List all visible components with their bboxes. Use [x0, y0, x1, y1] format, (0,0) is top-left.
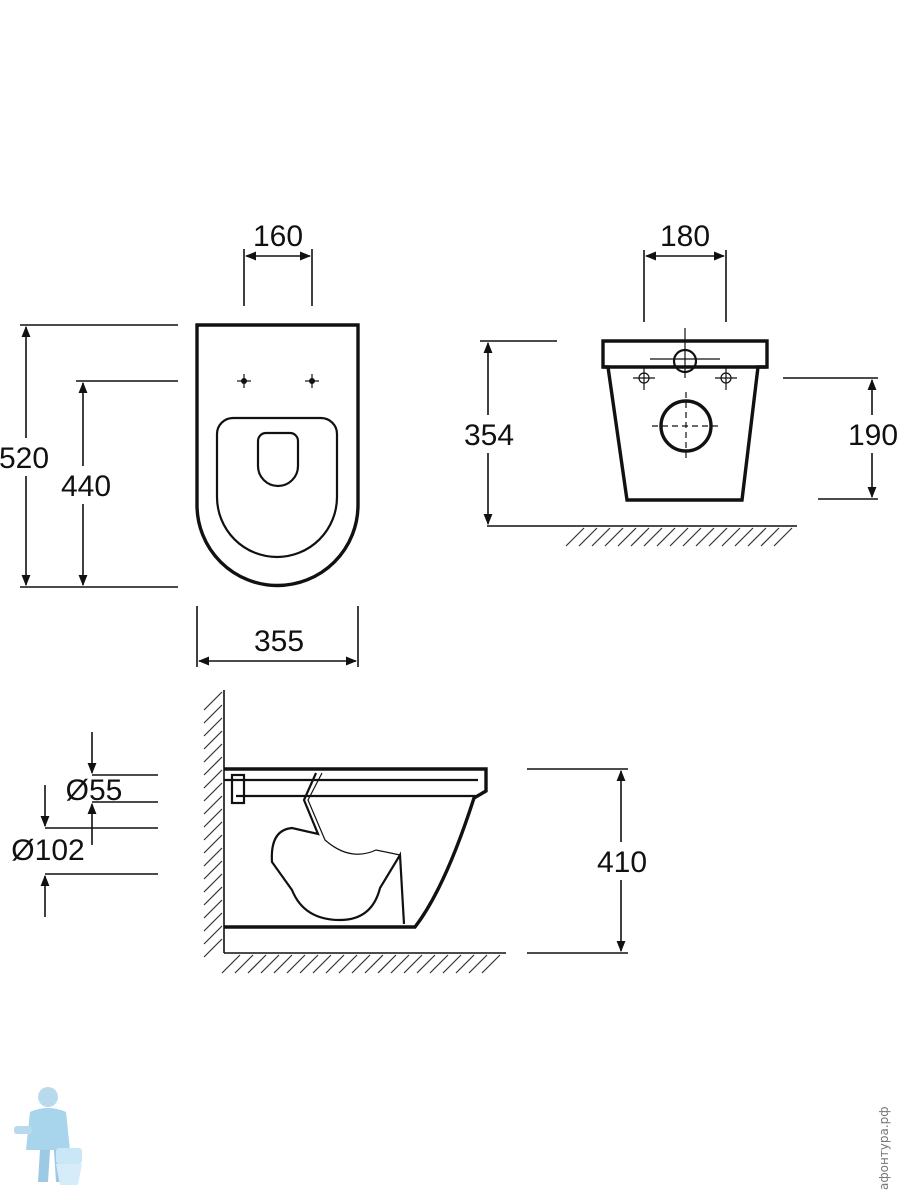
- floor-hatch-line: [416, 954, 436, 974]
- dim-440: 440: [55, 380, 178, 587]
- floor-hatch-line: [760, 527, 780, 547]
- floor-hatch-line: [247, 954, 267, 974]
- floor-hatch-line: [260, 954, 280, 974]
- dim-label-354: 354: [464, 419, 514, 452]
- bowl-outline: [195, 323, 360, 588]
- wall-hatch-line: [203, 873, 223, 893]
- floor-hatch-line: [455, 954, 475, 974]
- wall-hatch-line: [203, 899, 223, 919]
- dim-520: 520: [0, 324, 178, 588]
- floor-hatch-line: [390, 954, 410, 974]
- floor-hatch-line: [656, 527, 676, 547]
- dim-label-160: 160: [253, 220, 303, 253]
- wall-hatch-line: [203, 782, 223, 802]
- floor-hatch-line: [604, 527, 624, 547]
- floor-hatch-line: [299, 954, 319, 974]
- wall-hatch-line: [203, 847, 223, 867]
- wall-hatch-line: [203, 795, 223, 815]
- inner-trap: [270, 772, 406, 925]
- outlet-circle: [652, 392, 720, 460]
- dim-180: 180: [643, 220, 727, 322]
- dim-label-55: Ø55: [66, 774, 123, 807]
- floor-hatch-line: [234, 954, 254, 974]
- dim-190: 190: [783, 377, 900, 500]
- wall-hatch-line: [203, 808, 223, 828]
- floor-hatch-line: [721, 527, 741, 547]
- floor-hatch-line: [591, 527, 611, 547]
- watermark-text: афонтура.рф: [877, 1106, 891, 1190]
- floor-hatch-line: [669, 527, 689, 547]
- dim-label-410: 410: [597, 846, 647, 879]
- dim-354: 354: [458, 340, 557, 526]
- dim-55: Ø55: [66, 732, 158, 845]
- water-outlet: [256, 431, 300, 488]
- wall-hatch-line: [203, 756, 223, 776]
- wall: [203, 690, 225, 958]
- floor-hatch-line: [695, 527, 715, 547]
- wall-hatch-line: [203, 743, 223, 763]
- floor-hatch-line: [221, 954, 241, 974]
- floor-hatch-line: [773, 527, 793, 547]
- floor-hatch-line: [325, 954, 345, 974]
- floor-hatch-line: [429, 954, 449, 974]
- floor-hatch-line: [273, 954, 293, 974]
- dim-label-102: Ø102: [11, 834, 84, 867]
- inlet-pipe: [230, 773, 246, 805]
- floor-hatch-line: [312, 954, 332, 974]
- wall-hatch-line: [203, 769, 223, 789]
- side-outline: [224, 767, 488, 929]
- floor-hatch-line: [734, 527, 754, 547]
- wall-hatch-line: [203, 886, 223, 906]
- floor-hatch-line: [286, 954, 306, 974]
- rear-fixing-right: [715, 368, 737, 390]
- rear-view: 180 354 190: [458, 220, 900, 547]
- wall-hatch-line: [203, 704, 223, 724]
- wall-hatch-line: [203, 834, 223, 854]
- plumber-mascot-icon: [14, 1087, 82, 1185]
- floor-hatch-line: [617, 527, 637, 547]
- inlet-connection: [672, 328, 698, 378]
- fixing-hole-right: [305, 374, 319, 388]
- top-view: 160 520 440 355: [0, 220, 360, 667]
- wall-hatch-line: [203, 691, 223, 711]
- floor-hatch-line: [565, 527, 585, 547]
- dim-355: 355: [196, 606, 359, 667]
- floor-hatch-line: [747, 527, 767, 547]
- floor-hatch-line: [338, 954, 358, 974]
- fixing-hole-left: [237, 374, 251, 388]
- wall-hatch-line: [203, 821, 223, 841]
- floor-hatch-line: [682, 527, 702, 547]
- wall-hatch-line: [203, 860, 223, 880]
- floor-hatch-line: [481, 954, 501, 974]
- rear-floor: [487, 525, 797, 547]
- dim-label-180: 180: [660, 220, 710, 253]
- dim-160: 160: [243, 220, 313, 306]
- wall-hatch-line: [203, 925, 223, 945]
- dim-label-440: 440: [61, 470, 111, 503]
- floor-hatch-line: [364, 954, 384, 974]
- floor-hatch-line: [351, 954, 371, 974]
- dim-label-190: 190: [848, 419, 898, 452]
- wall-hatch-line: [203, 912, 223, 932]
- floor-hatch-line: [403, 954, 423, 974]
- side-floor: [221, 952, 506, 974]
- dim-label-355: 355: [254, 625, 304, 658]
- floor-hatch-line: [643, 527, 663, 547]
- floor-hatch-line: [377, 954, 397, 974]
- seat-opening: [215, 416, 339, 559]
- floor-hatch-line: [468, 954, 488, 974]
- rear-fixing-left: [633, 368, 655, 390]
- floor-hatch-line: [442, 954, 462, 974]
- floor-hatch-line: [708, 527, 728, 547]
- wall-hatch-line: [203, 730, 223, 750]
- floor-hatch-line: [578, 527, 598, 547]
- dim-label-520: 520: [0, 442, 49, 475]
- wall-hatch-line: [203, 717, 223, 737]
- wall-hatch-line: [203, 938, 223, 958]
- floor-hatch-line: [630, 527, 650, 547]
- side-view: Ø55 Ø102 410: [11, 690, 654, 974]
- dim-410: 410: [527, 768, 654, 954]
- dim-102: Ø102: [11, 785, 158, 917]
